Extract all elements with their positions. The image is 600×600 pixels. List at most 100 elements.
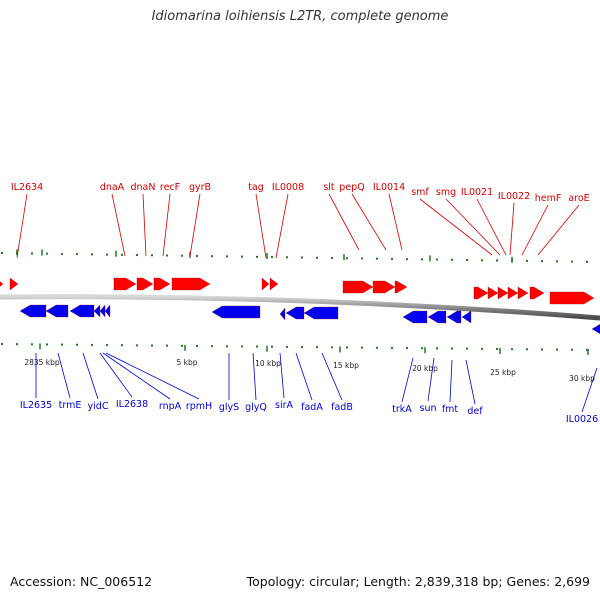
- reverse-gene-arrow: [427, 310, 447, 324]
- forward-gene-arrow: [372, 280, 396, 294]
- lower-tick-dot: [241, 345, 243, 348]
- lower-tick-dot: [91, 343, 93, 346]
- lower-tick-dot: [526, 348, 528, 351]
- lower-tick-dot: [541, 348, 543, 351]
- upper-tick-dot: [211, 255, 213, 258]
- forward-gene-arrow: [394, 280, 408, 294]
- reverse-gene-arrow: [591, 324, 600, 334]
- reverse-gene-arrow: [93, 304, 101, 318]
- reverse-gene-arrow: [461, 310, 472, 324]
- upper-tick-dot: [406, 258, 408, 261]
- lower-tick-dot: [271, 345, 273, 348]
- lower-tick-dot: [481, 347, 483, 350]
- forward-gene-arrow: [0, 281, 4, 287]
- forward-gene-arrow: [473, 286, 489, 300]
- reverse-gene-arrow: [211, 305, 261, 319]
- upper-tick-dot: [271, 256, 273, 259]
- reverse-gene-label: sun: [420, 403, 437, 414]
- forward-leader-line: [419, 198, 493, 256]
- scale-label: 2835 kbp: [24, 358, 60, 367]
- lower-tick-dot: [31, 343, 33, 346]
- reverse-gene-arrow: [446, 310, 462, 324]
- upper-tick-dot: [376, 257, 378, 260]
- upper-tick-dot: [421, 258, 423, 261]
- reverse-gene-arrow: [99, 304, 106, 318]
- forward-leader-line: [328, 193, 360, 251]
- upper-tick-dot: [91, 253, 93, 256]
- reverse-gene-label: def: [467, 406, 483, 417]
- forward-gene-arrow: [9, 277, 19, 291]
- forward-leader-line: [189, 193, 201, 257]
- reverse-leader-line: [295, 352, 313, 401]
- forward-leader-line: [142, 193, 147, 257]
- map-title: Idiomarina loihiensis L2TR, complete gen…: [151, 9, 449, 24]
- lower-tick-dot: [61, 343, 63, 346]
- forward-leader-line: [111, 193, 126, 257]
- upper-tick-dot: [121, 253, 123, 256]
- forward-leader-line: [162, 193, 171, 257]
- lower-tick-dot: [571, 348, 573, 351]
- upper-tick-dot: [331, 256, 333, 259]
- upper-tick-dot: [196, 254, 198, 257]
- forward-gene-label: smf: [411, 187, 429, 198]
- upper-tick-dot: [586, 260, 588, 263]
- upper-tick-dot: [391, 257, 393, 260]
- lower-tick-dot: [166, 344, 168, 347]
- forward-leader-line: [275, 193, 289, 259]
- upper-tick-dot: [76, 253, 78, 256]
- forward-gene-label: dnaN: [131, 182, 156, 193]
- lower-tick-dot: [211, 345, 213, 348]
- forward-gene-arrow: [529, 286, 545, 300]
- upper-tick-dot: [151, 254, 153, 257]
- reverse-leader-line: [252, 352, 257, 401]
- forward-gene-label: IL0008: [272, 182, 304, 193]
- lower-tick-dot: [451, 347, 453, 350]
- upper-tick-dot: [61, 252, 63, 255]
- reverse-gene-label: rpmH: [186, 401, 212, 412]
- upper-tick-dot: [166, 254, 168, 257]
- forward-leader-line: [476, 198, 507, 256]
- lower-tick-dot: [286, 345, 288, 348]
- reverse-leader-line: [279, 352, 285, 399]
- forward-gene-label: IL0014: [373, 182, 405, 193]
- upper-tick-dot: [136, 254, 138, 257]
- forward-gene-label: recF: [160, 182, 180, 193]
- lower-tick-dot: [511, 348, 513, 351]
- forward-gene-label: IL2634: [11, 182, 43, 193]
- reverse-gene-arrow: [303, 306, 339, 320]
- reverse-gene-label: trmE: [59, 400, 82, 411]
- lower-tick-dot: [316, 346, 318, 349]
- reverse-leader-line: [465, 359, 476, 405]
- reverse-gene-label: IL2638: [116, 399, 148, 410]
- upper-tick-dot: [181, 254, 183, 257]
- forward-gene-label: slt: [323, 182, 335, 193]
- reverse-leader-line: [401, 357, 414, 403]
- upper-tick-dot: [226, 255, 228, 258]
- lower-tick-dot: [301, 346, 303, 349]
- upper-tick-dot: [571, 260, 573, 263]
- forward-leader-line: [351, 193, 387, 251]
- lower-tick-dot: [136, 344, 138, 347]
- reverse-leader-line: [581, 367, 598, 413]
- reverse-leader-line: [82, 352, 99, 400]
- genome-summary: Topology: circular; Length: 2,839,318 bp…: [246, 574, 590, 589]
- upper-tick-dot: [241, 255, 243, 258]
- lower-tick-dot: [16, 343, 18, 346]
- upper-tick-dot: [541, 260, 543, 263]
- lower-tick-dot: [391, 346, 393, 349]
- lower-tick-dot: [121, 344, 123, 347]
- reverse-leader-line: [105, 352, 200, 400]
- lower-tick-dot: [196, 344, 198, 347]
- reverse-gene-arrow: [285, 306, 305, 320]
- upper-tick-dot: [556, 260, 558, 263]
- lower-tick-dot: [181, 344, 183, 347]
- forward-gene-label: tag: [248, 182, 264, 193]
- lower-tick-dot: [226, 345, 228, 348]
- forward-gene-arrow: [549, 291, 595, 305]
- reverse-leader-line: [321, 352, 343, 401]
- upper-tick-dot: [46, 252, 48, 255]
- forward-gene-label: pepQ: [339, 182, 364, 193]
- reverse-gene-label: fadA: [301, 402, 323, 413]
- forward-leader-line: [445, 198, 501, 256]
